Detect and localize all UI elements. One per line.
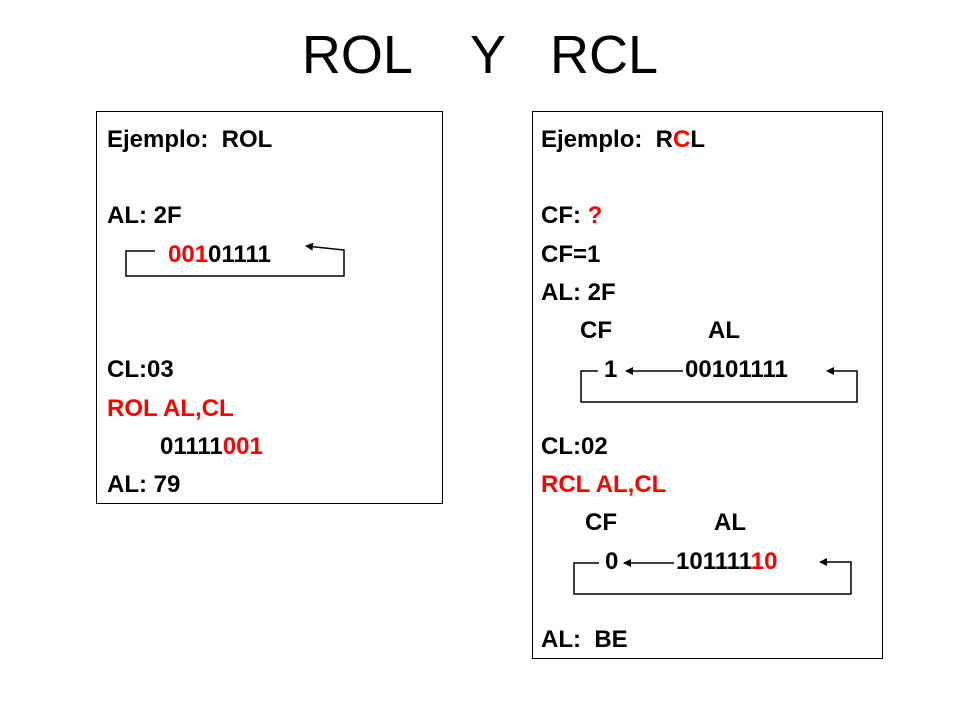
rcl-al-result: AL: BE — [541, 626, 628, 653]
rol-heading: Ejemplo: ROL — [107, 126, 273, 153]
rol-bits-result-rest: 01111 — [160, 433, 223, 460]
rol-al-result: AL: 79 — [107, 471, 181, 498]
rcl-example-box — [532, 111, 883, 659]
rcl-heading-suffix: L — [690, 126, 706, 153]
rcl-cf-value-1: 1 — [604, 356, 618, 383]
rcl-al-initial: AL: 2F — [541, 279, 616, 306]
rcl-cf-unknown: CF: ? — [541, 204, 602, 228]
rcl-cf-value-2: 0 — [605, 548, 619, 575]
rcl-cf-question: ? — [587, 202, 603, 229]
rol-al-initial: AL: 2F — [107, 202, 182, 229]
rcl-al-value-2-rest: 101111 — [676, 548, 751, 575]
rcl-heading-prefix: Ejemplo: R — [541, 126, 674, 153]
rcl-col-cf-1: CF — [580, 317, 612, 344]
rcl-heading: Ejemplo: RCL — [541, 128, 705, 152]
rcl-cl-value: CL:02 — [541, 433, 608, 460]
rol-instruction: ROL AL,CL — [107, 395, 234, 422]
rol-bits-initial-rest: 01111 — [208, 241, 271, 268]
rol-example-box — [96, 111, 443, 504]
rcl-al-value-2: 10111110 — [676, 550, 778, 574]
rcl-col-al-2: AL — [714, 509, 746, 536]
rol-rotate-arrow — [125, 242, 345, 277]
rcl-instruction: RCL AL,CL — [541, 471, 667, 498]
slide-title: ROL Y RCL — [301, 25, 659, 85]
rol-bits-initial-rotated: 001 — [168, 241, 209, 268]
rcl-col-al-1: AL — [708, 317, 740, 344]
rol-bits-result: 01111001 — [160, 435, 263, 459]
rol-cl-value: CL:03 — [107, 356, 174, 383]
rcl-heading-c: C — [673, 126, 691, 153]
rcl-cf-loop-arrow-1 — [580, 367, 858, 403]
rcl-cf-label: CF: — [541, 202, 588, 229]
rcl-cf-set: CF=1 — [541, 241, 601, 268]
rcl-col-cf-2: CF — [585, 509, 617, 536]
rol-bits-initial: 00101111 — [168, 243, 271, 267]
rcl-al-value-2-rotated: 10 — [750, 548, 778, 575]
rcl-al-value-1: 00101111 — [685, 356, 788, 383]
rcl-cf-loop-arrow-2 — [573, 558, 852, 595]
rol-bits-result-rotated: 001 — [222, 433, 263, 460]
